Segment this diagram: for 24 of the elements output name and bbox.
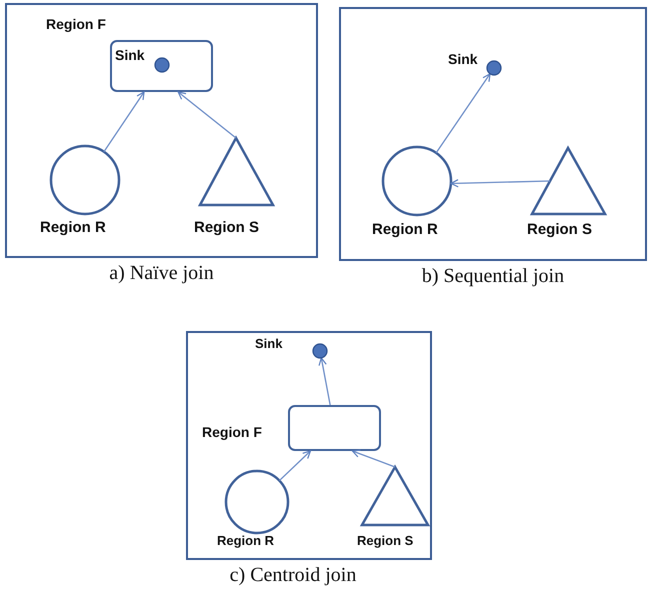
region-label: Sink — [115, 48, 145, 64]
arrow — [436, 73, 491, 154]
panel-frame — [5, 3, 318, 258]
arrow — [352, 450, 396, 468]
arrow — [278, 450, 311, 482]
arrow — [450, 179, 550, 188]
region-label: Sink — [255, 337, 282, 352]
region-label: Region F — [46, 17, 106, 32]
region-label: Sink — [448, 52, 478, 68]
arrow — [178, 91, 236, 138]
region-label: Region R — [372, 222, 438, 238]
region-label: Region F — [202, 425, 262, 440]
region-label: Region R — [40, 220, 106, 236]
region-label: Region S — [357, 534, 414, 548]
panel-frame — [339, 7, 647, 261]
panel-caption: a) Naïve join — [108, 262, 215, 285]
region-label: Region S — [194, 220, 260, 236]
panel-caption: b) Sequential join — [420, 265, 566, 288]
panel-caption: c) Centroid join — [228, 564, 358, 587]
region-label: Region R — [217, 534, 274, 548]
arrow — [103, 91, 145, 152]
panel-frame — [186, 331, 432, 560]
region-label: Region S — [527, 222, 592, 238]
arrow — [318, 357, 331, 406]
